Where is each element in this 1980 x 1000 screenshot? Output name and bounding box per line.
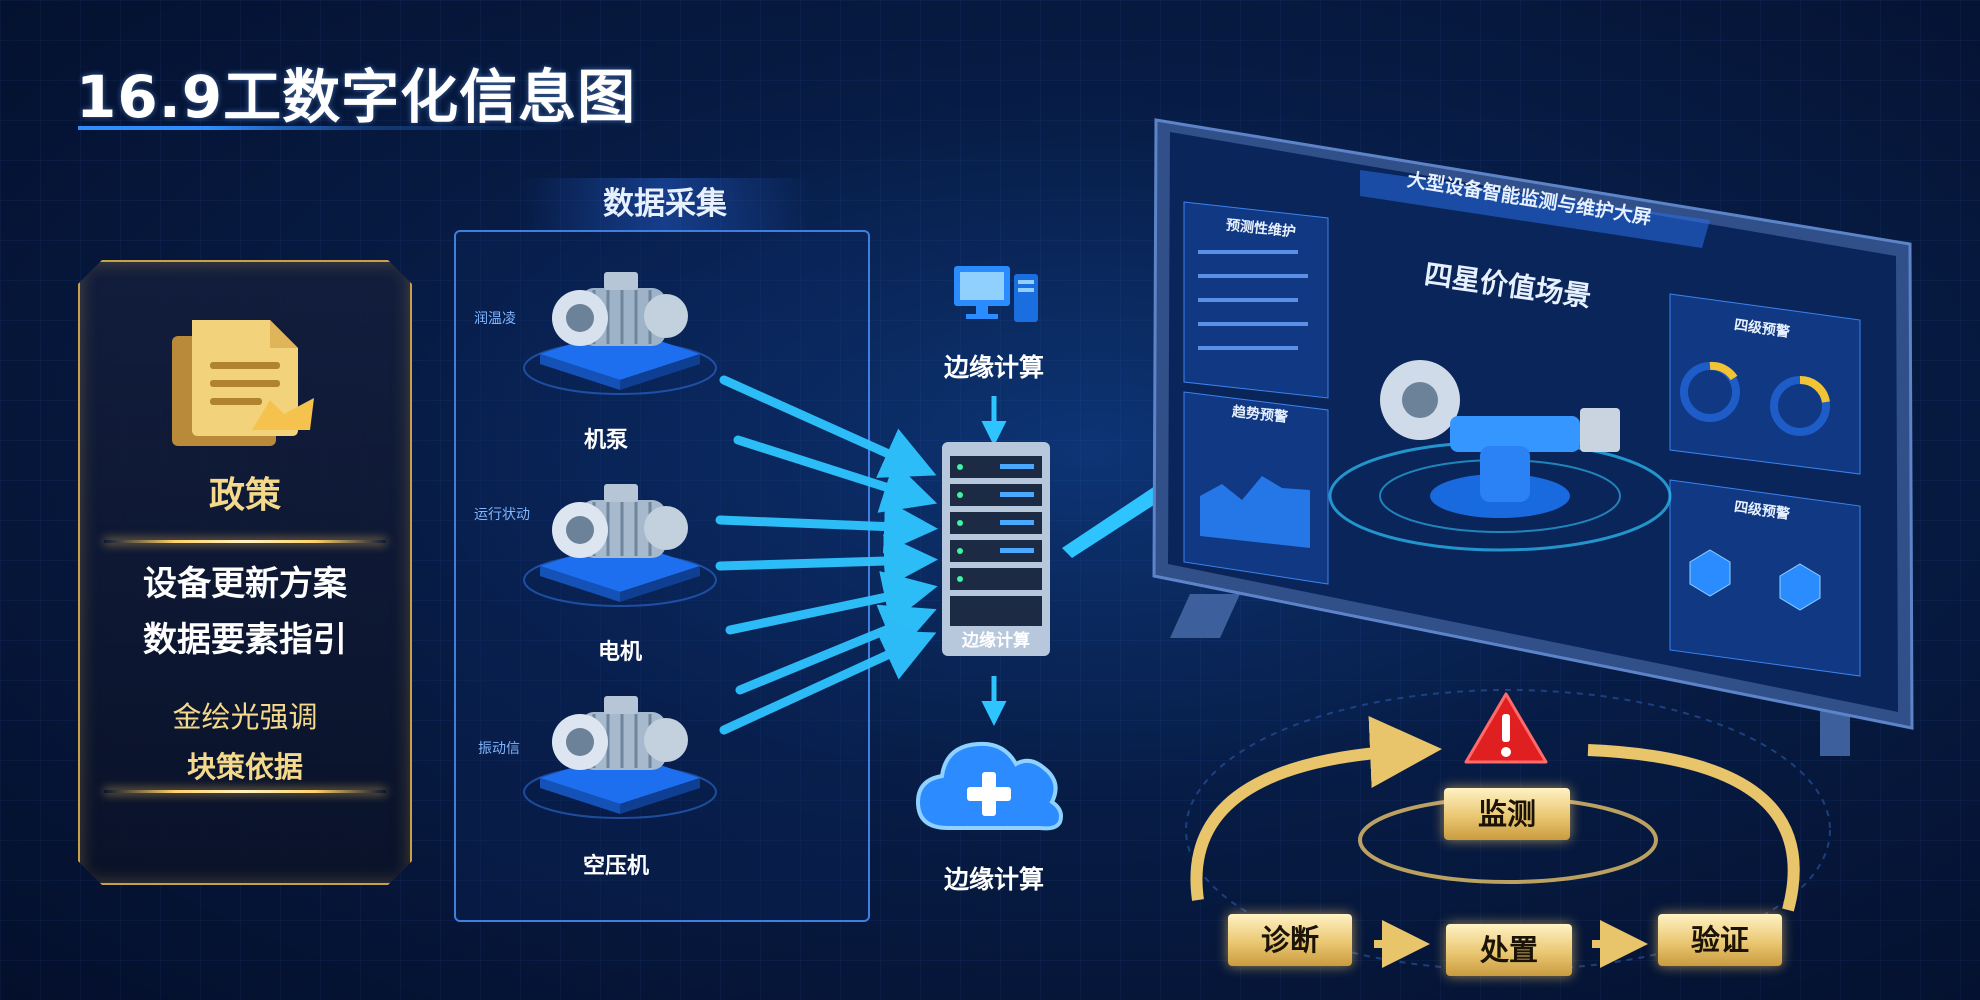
collection-header: 数据采集	[520, 178, 810, 230]
policy-gold-line-1: 金绘光强调	[172, 700, 318, 734]
step-verify: 验证	[1658, 914, 1782, 966]
machine-label: 电机	[597, 640, 642, 665]
compressor-machine-icon	[523, 696, 717, 819]
policy-line-1: 设备更新方案	[143, 564, 347, 604]
edge-computing-label-top: 边缘计算	[943, 353, 1044, 382]
computer-icon	[954, 266, 1038, 322]
document-icon	[172, 320, 314, 446]
step-handle: 处置	[1446, 924, 1572, 976]
step-diagnose: 诊断	[1228, 914, 1352, 966]
alert-warning-icon	[1464, 692, 1548, 764]
edge-computing-label-bottom: 边缘计算	[943, 865, 1044, 894]
server-label: 边缘计算	[962, 631, 1030, 651]
divider-glow	[104, 540, 386, 543]
divider-glow-bottom	[104, 790, 386, 793]
step-monitor: 监测	[1444, 788, 1570, 840]
policy-title: 政策	[208, 475, 281, 516]
motor-machine-icon	[523, 484, 717, 607]
machine-label: 空压机	[582, 854, 649, 879]
policy-line-2: 数据要素指引	[143, 620, 347, 660]
dashboard-monitor	[1152, 118, 1914, 756]
machine-side-label: 振动信	[478, 741, 520, 757]
title-underline	[78, 126, 598, 130]
page-title: 16.9工数字化信息图	[76, 63, 637, 131]
pump-machine-icon	[523, 272, 717, 395]
machine-label: 机泵	[583, 428, 628, 453]
server-icon	[942, 442, 1050, 656]
loop-diagram	[1185, 689, 1831, 971]
machine-side-label: 润温凌	[474, 311, 516, 327]
machine-side-label: 运行状动	[474, 507, 530, 523]
policy-gold-line-2: 块策依据	[186, 750, 303, 784]
cloud-icon	[915, 741, 1063, 831]
